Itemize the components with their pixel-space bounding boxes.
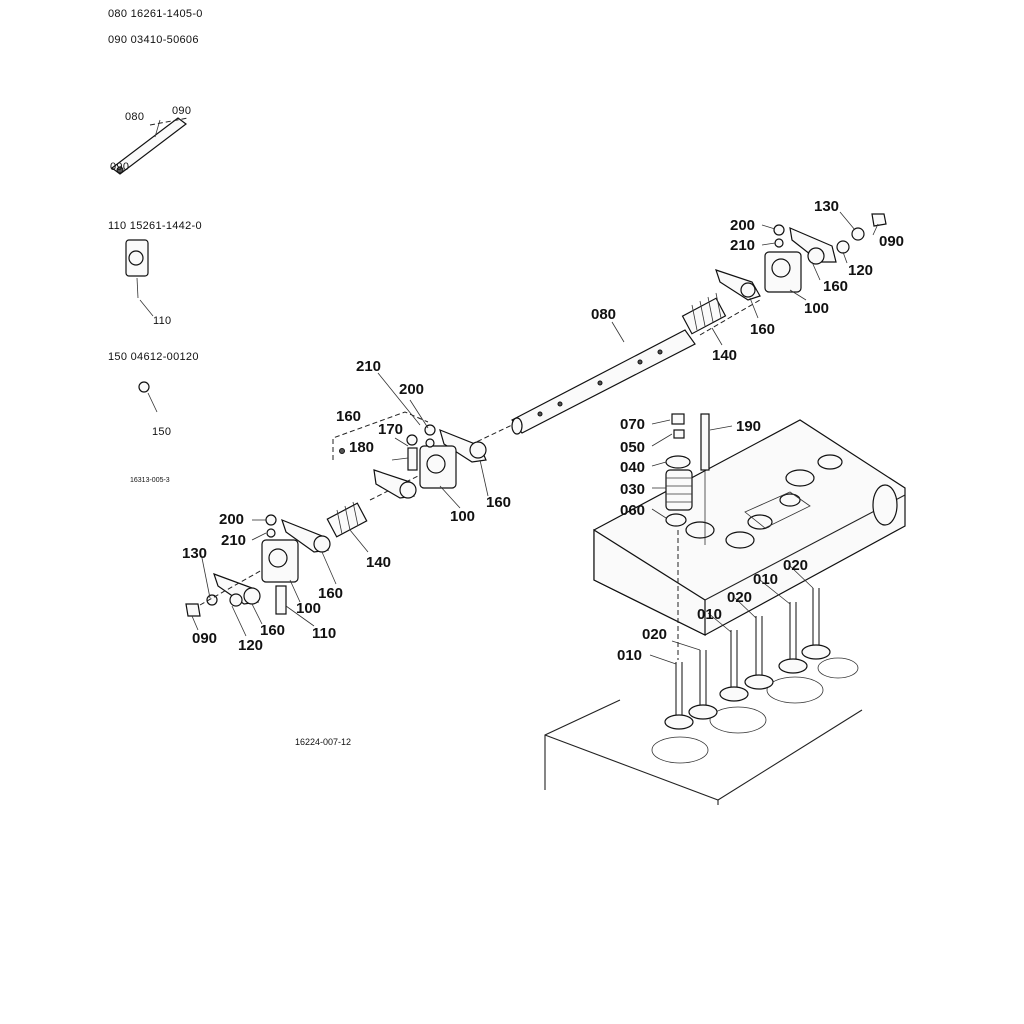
callout-170: 170: [378, 421, 403, 438]
parts-legend: 080 16261-1405-0 090 03410-50606 110 152…: [108, 8, 203, 363]
callout-020-c: 020: [642, 626, 667, 643]
inset-rocker-bracket: 110: [125, 239, 171, 327]
callout-010-a: 010: [753, 571, 778, 588]
callout-160-mid-bracket: 160: [336, 408, 361, 425]
ref-150: 150 04612-00120: [108, 351, 199, 363]
callout-120-top: 120: [848, 262, 873, 279]
ref-090: 090 03410-50606: [108, 34, 199, 46]
callout-090-top: 090: [879, 233, 904, 250]
callout-090-low: 090: [192, 630, 217, 647]
callout-160-low-2: 160: [260, 622, 285, 639]
rocker-arm-assembly-low: [185, 514, 331, 617]
callout-100-mid: 100: [450, 508, 475, 525]
callout-130-top: 130: [814, 198, 839, 215]
callout-210-mid: 210: [356, 358, 381, 375]
callout-130-low: 130: [182, 545, 207, 562]
rocker-arm-assembly-middle: [332, 411, 487, 499]
inset-label-080: 080: [125, 111, 144, 123]
callout-010-c: 010: [617, 647, 642, 664]
cylinder-block: [544, 657, 863, 805]
inset-shaft-assembly: 080 090 090: [110, 105, 191, 175]
inset-label-090-a: 090: [172, 105, 191, 117]
inset-label-090-b: 090: [110, 161, 129, 173]
callout-200-low: 200: [219, 511, 244, 528]
callout-020-b: 020: [727, 589, 752, 606]
callout-020-a: 020: [783, 557, 808, 574]
spring-140-low: [326, 501, 368, 538]
callout-070: 070: [620, 416, 645, 433]
callout-140-top: 140: [712, 347, 737, 364]
callout-180: 180: [349, 439, 374, 456]
callout-160-top-1: 160: [823, 278, 848, 295]
callout-160-top-2: 160: [750, 321, 775, 338]
callout-140-low: 140: [366, 554, 391, 571]
callout-160-low-1: 160: [318, 585, 343, 602]
valves: [664, 588, 831, 730]
rocker-arm-assembly-top: [715, 213, 887, 301]
valve-spring-stack: [665, 413, 710, 660]
callout-labels: 200 130 210 090 120 160 100 160 140 080 …: [182, 198, 904, 664]
callout-050: 050: [620, 439, 645, 456]
leader-lines: [191, 211, 879, 665]
spring-140-top: [681, 292, 727, 335]
ref-080: 080 16261-1405-0: [108, 8, 203, 20]
callout-160-mid: 160: [486, 494, 511, 511]
callout-030: 030: [620, 481, 645, 498]
callout-120-low: 120: [238, 637, 263, 654]
callout-210-low: 210: [221, 532, 246, 549]
cylinder-head: [593, 419, 906, 636]
callout-080: 080: [591, 306, 616, 323]
figure-code: 16224-007-12: [295, 737, 351, 747]
callout-200-mid: 200: [399, 381, 424, 398]
inset-label-110: 110: [153, 315, 171, 327]
callout-060: 060: [620, 502, 645, 519]
callout-110: 110: [312, 625, 336, 642]
callout-190: 190: [736, 418, 761, 435]
inset-label-150: 150: [152, 426, 171, 438]
callout-210-top: 210: [730, 237, 755, 254]
callout-100-top: 100: [804, 300, 829, 317]
inset-sub-code: 16313-005-3: [130, 477, 170, 484]
callout-100-low: 100: [296, 600, 321, 617]
callout-200-top: 200: [730, 217, 755, 234]
callout-010-b: 010: [697, 606, 722, 623]
callout-040: 040: [620, 459, 645, 476]
inset-clip: 150 16313-005-3: [130, 381, 171, 484]
ref-110: 110 15261-1442-0: [108, 220, 202, 232]
